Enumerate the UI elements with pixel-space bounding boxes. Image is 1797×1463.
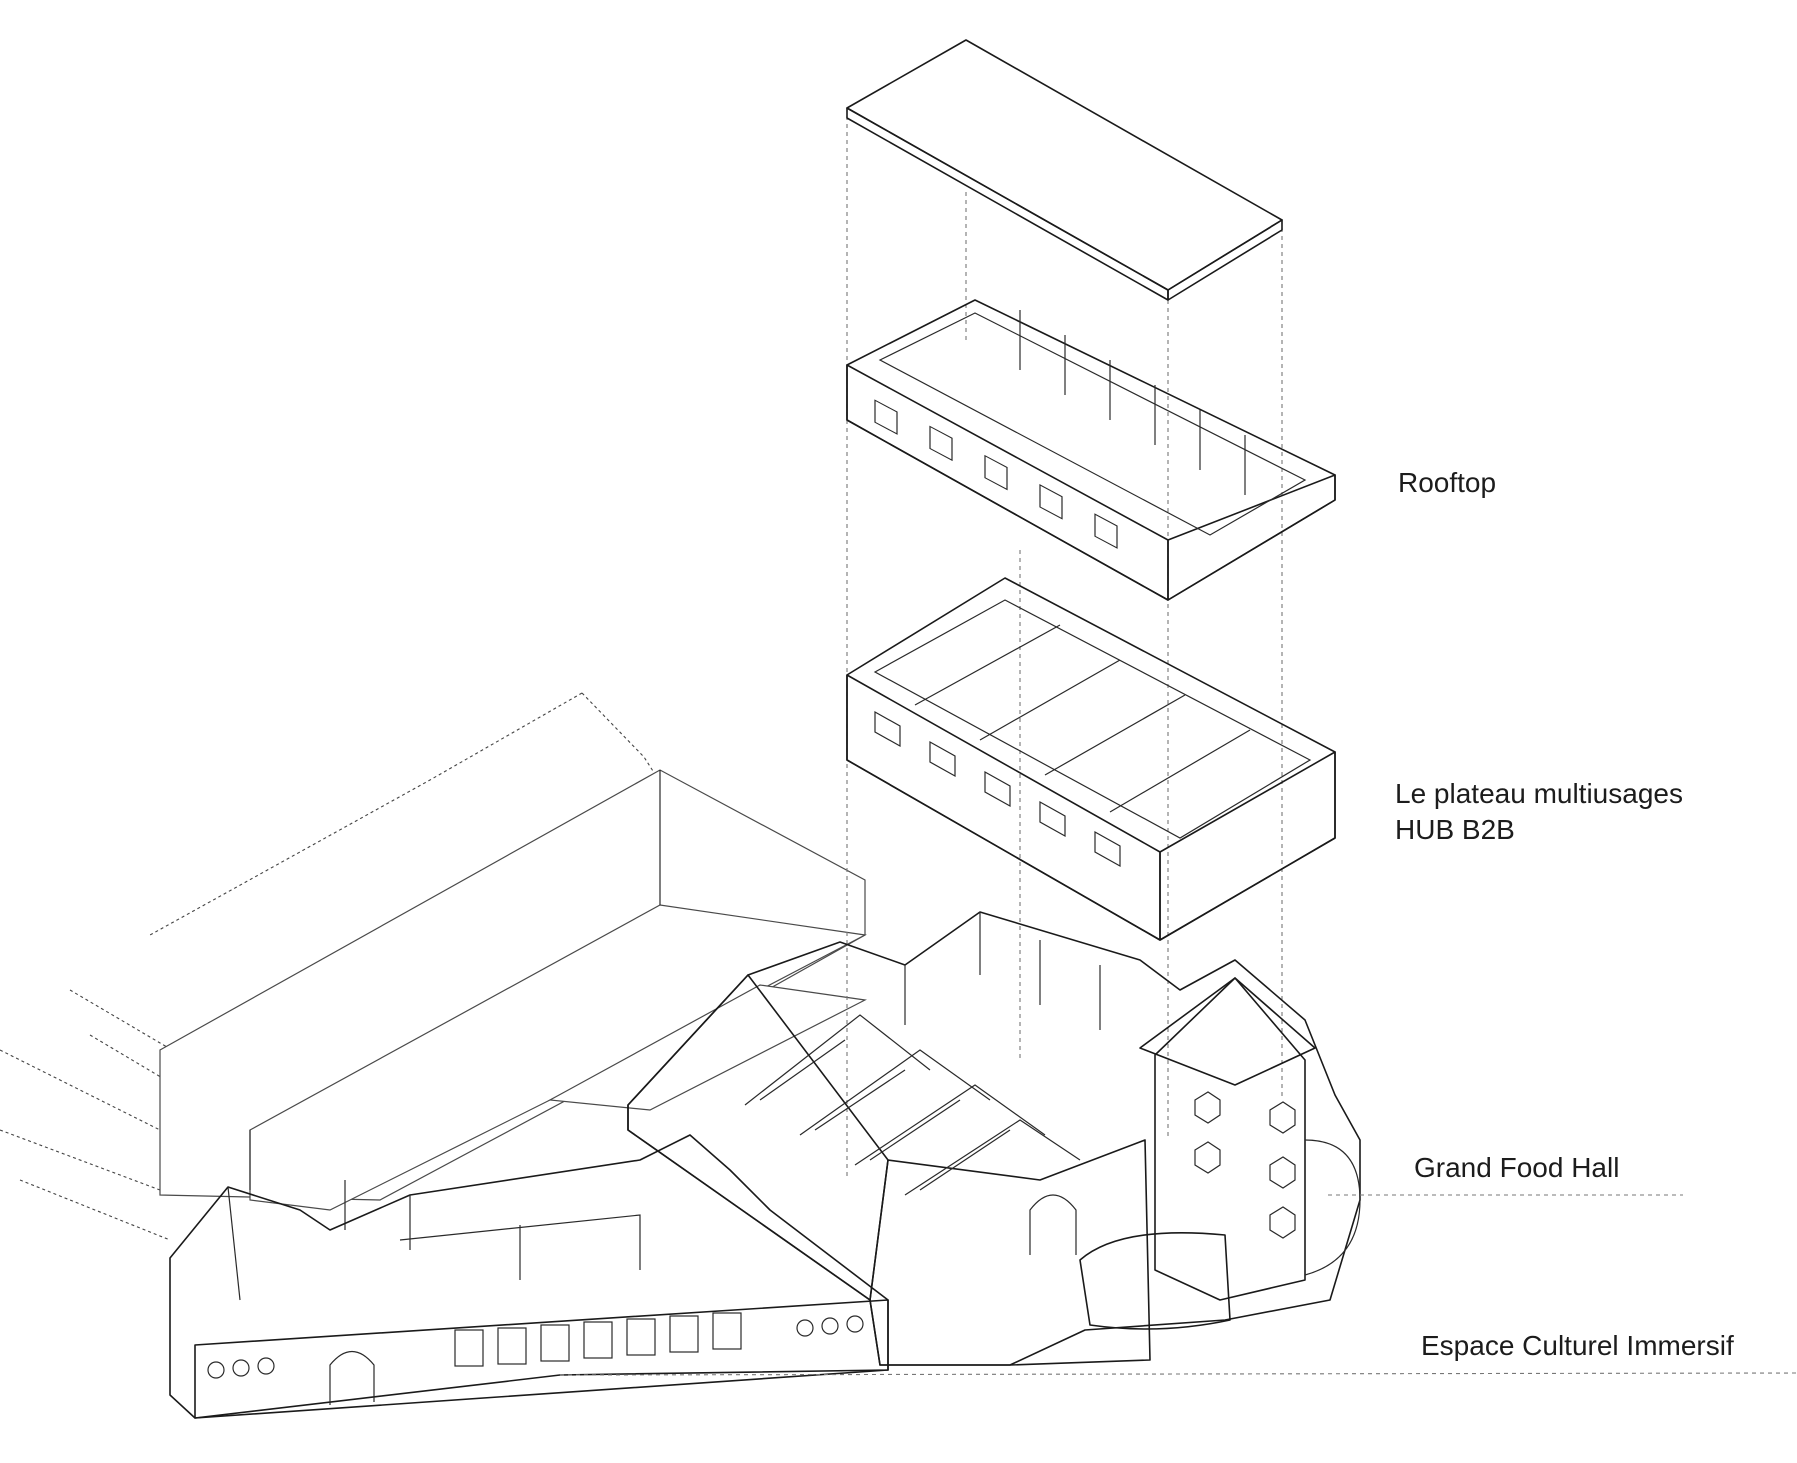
espace-culturel-block [169,1134,889,1419]
food-hall-block [627,911,1361,1366]
rooftop-level [846,299,1336,601]
rooftop-windows [874,399,1118,549]
context-buildings [159,769,867,1230]
label-plateau-line2: HUB B2B [1395,814,1515,845]
plateau-windows [874,710,1121,868]
food-hall-tower-windows [1194,1091,1296,1239]
label-espace-culturel: Espace Culturel Immersif [1421,1330,1734,1361]
plateau-level [846,577,1336,941]
label-rooftop: Rooftop [1398,467,1497,498]
roof-slab [846,39,1283,301]
label-leaders [559,1194,1797,1376]
food-hall-trusses [744,1014,1081,1196]
alignment-lines [846,108,1283,1180]
espace-windows [454,1312,742,1367]
label-food-hall: Grand Food Hall [1414,1152,1620,1183]
label-plateau-line1: Le plateau multiusages [1395,778,1683,809]
espace-round-windows [207,1315,864,1379]
